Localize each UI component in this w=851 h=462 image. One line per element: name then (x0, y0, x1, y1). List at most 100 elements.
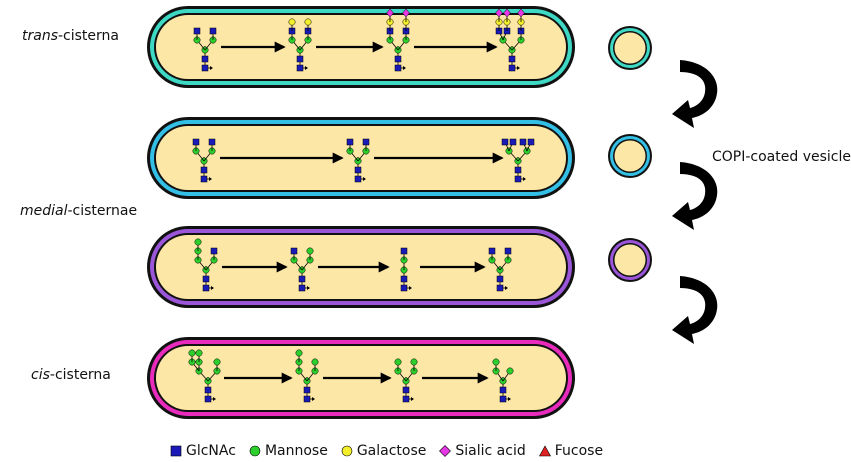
glcnac-square (394, 64, 402, 72)
glcnac-square (298, 275, 306, 283)
medial-cisternae-label: medial-cisternae (20, 203, 138, 219)
copi-vesicle (608, 238, 652, 282)
reducing-end-arrow (305, 66, 308, 70)
glcnac-square (499, 386, 507, 394)
glcnac-square (201, 55, 209, 63)
glycan-biant-glcnac (193, 27, 217, 72)
cisterna-medial-lower (147, 226, 575, 308)
glcnac-square (501, 138, 509, 146)
reducing-end-arrow (213, 397, 216, 401)
reducing-end-arrow (523, 177, 526, 181)
diamond-icon (439, 445, 452, 457)
glycan-hybrid-glcnac (290, 247, 314, 292)
mannose-circle (306, 247, 314, 255)
reducing-end-arrow (409, 286, 412, 290)
glcnac-square (508, 64, 516, 72)
glycan-triant-sia (495, 8, 525, 72)
mannose-circle (492, 358, 500, 366)
glcnac-square (303, 395, 311, 403)
sialic-diamond (386, 8, 394, 18)
legend-label: Galactose (356, 443, 427, 459)
reducing-end-arrow (411, 397, 414, 401)
mannose-circle (195, 349, 203, 357)
glcnac-square (496, 275, 504, 283)
sialic-diamond (503, 8, 511, 18)
reducing-end-arrow (505, 286, 508, 290)
glcnac-square (402, 386, 410, 394)
glcnac-square (209, 27, 217, 35)
glycan-man5 (492, 358, 514, 403)
glcnac-square (346, 138, 354, 146)
glcnac-square (200, 166, 208, 174)
glcnac-square (204, 395, 212, 403)
glcnac-square (504, 247, 512, 255)
glcnac-square (488, 247, 496, 255)
glcnac-square (201, 64, 209, 72)
legend-label: Mannose (264, 443, 328, 459)
glcnac-square (354, 175, 362, 183)
cis-cisterna-label: cis-cisterna (31, 367, 111, 383)
glycan-man6 (394, 358, 418, 403)
glcnac-square (290, 247, 298, 255)
glcnac-square (202, 284, 210, 292)
reducing-end-arrow (312, 397, 315, 401)
glcnac-square (496, 284, 504, 292)
glcnac-square (514, 175, 522, 183)
copi-vesicles-label: COPI-coated vesicles (712, 149, 851, 165)
legend-item-circle: Galactose (341, 443, 427, 459)
reducing-end-arrow (363, 177, 366, 181)
glcnac-square (509, 138, 517, 146)
glcnac-square (394, 55, 402, 63)
glcnac-square (193, 27, 201, 35)
legend: GlcNAc Mannose Galactose Sialic acid Fucose (170, 442, 603, 460)
copi-vesicle (608, 134, 652, 178)
glycan-man7 (295, 349, 319, 403)
cisterna-medial-upper (147, 117, 575, 199)
glcnac-square (296, 64, 304, 72)
glcnac-square (402, 395, 410, 403)
glcnac-square (296, 55, 304, 63)
mannose-circle (311, 358, 319, 366)
galactose-circle (304, 18, 312, 26)
legend-item-square: GlcNAc (170, 443, 236, 459)
mannose-circle (506, 367, 514, 375)
glcnac-square (303, 386, 311, 394)
glcnac-square (192, 138, 200, 146)
galactose-circle (288, 18, 296, 26)
glycan-biant-glcnac (192, 138, 216, 183)
glcnac-square (200, 175, 208, 183)
mannose-circle (188, 349, 196, 357)
sialic-diamond (517, 8, 525, 18)
reducing-end-arrow (210, 66, 213, 70)
legend-label: Fucose (554, 443, 604, 459)
glcnac-square (354, 166, 362, 174)
glcnac-square (499, 395, 507, 403)
glcnac-square (400, 275, 408, 283)
cisterna-trans (147, 6, 575, 88)
circle-icon (341, 445, 353, 457)
sialic-diamond (402, 8, 410, 18)
circle-icon (249, 445, 261, 457)
glcnac-square (202, 275, 210, 283)
triangle-icon (538, 445, 551, 457)
sialic-diamond (495, 8, 503, 18)
glcnac-square (519, 138, 527, 146)
glcnac-square (298, 284, 306, 292)
glcnac-square (210, 247, 218, 255)
glcnac-square (527, 138, 535, 146)
cisterna-lumen (156, 126, 566, 190)
glycan-tetra-glcnac (501, 138, 535, 183)
reducing-end-arrow (517, 66, 520, 70)
legend-item-diamond: Sialic acid (439, 443, 526, 459)
glycan-biant-gal (288, 18, 312, 72)
reducing-end-arrow (508, 397, 511, 401)
trans-cisterna-label: trans-cisterna (22, 28, 119, 44)
mannose-circle (295, 349, 303, 357)
curved-arrow-icon (672, 276, 718, 344)
legend-item-triangle: Fucose (538, 443, 604, 459)
glycan-biant-glcnac (346, 138, 370, 183)
glcnac-square (400, 247, 408, 255)
glcnac-square (508, 55, 516, 63)
reducing-end-arrow (209, 177, 212, 181)
